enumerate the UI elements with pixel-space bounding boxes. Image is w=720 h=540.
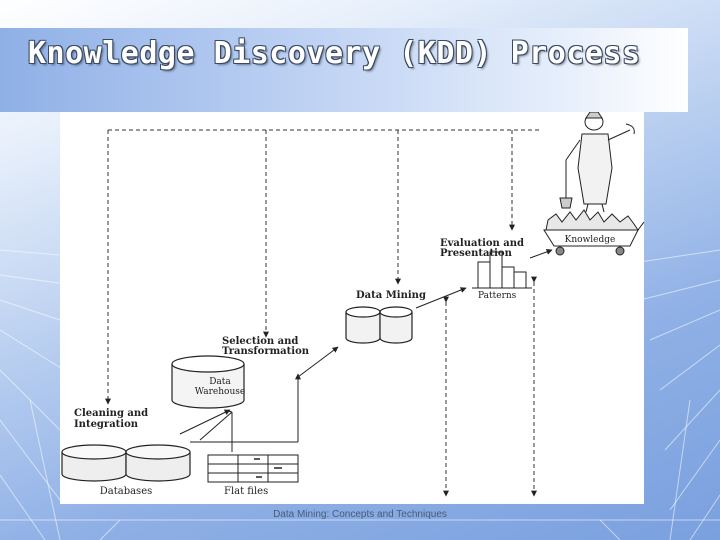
warehouse-label-1: Data [209, 377, 231, 387]
evaluation-label-1: Evaluation and [440, 238, 524, 249]
patterns-icon [472, 251, 532, 289]
selection-label-1: Selection and [222, 336, 298, 347]
knowledge-cart-icon [543, 209, 645, 256]
flow-to-patterns [415, 287, 467, 309]
flow-to-mining [297, 346, 339, 378]
knowledge-label: Knowledge [565, 235, 616, 245]
patterns-label: Patterns [478, 291, 517, 301]
data-mining-icon [345, 306, 413, 344]
miner-figure-icon [559, 111, 635, 213]
databases-icon [61, 444, 191, 482]
warehouse-label-2: Warehouse [195, 387, 245, 397]
flat-files-icon [207, 454, 299, 483]
selection-label-2: Transformation [222, 346, 310, 357]
databases-label: Databases [100, 486, 153, 497]
feedback-loop [105, 129, 542, 497]
title-band [0, 28, 688, 112]
cleaning-label-1: Cleaning and [74, 408, 148, 419]
flow-to-warehouse [179, 409, 231, 435]
cleaning-label-2: Integration [74, 419, 139, 430]
mining-label: Data Mining [356, 290, 426, 301]
kdd-diagram: Databases Flat files Cleaning and Integr… [61, 111, 645, 497]
data-warehouse-icon [171, 355, 245, 409]
slide-footer: Data Mining: Concepts and Techniques [273, 509, 447, 520]
slide-title: Knowledge Discovery (KDD) Process [28, 36, 641, 71]
flat-files-label: Flat files [224, 486, 268, 497]
source-flows [190, 373, 301, 452]
evaluation-label-2: Presentation [440, 248, 513, 259]
flow-to-knowledge [529, 249, 553, 259]
diagram-panel: Databases Flat files Cleaning and Integr… [60, 111, 645, 504]
